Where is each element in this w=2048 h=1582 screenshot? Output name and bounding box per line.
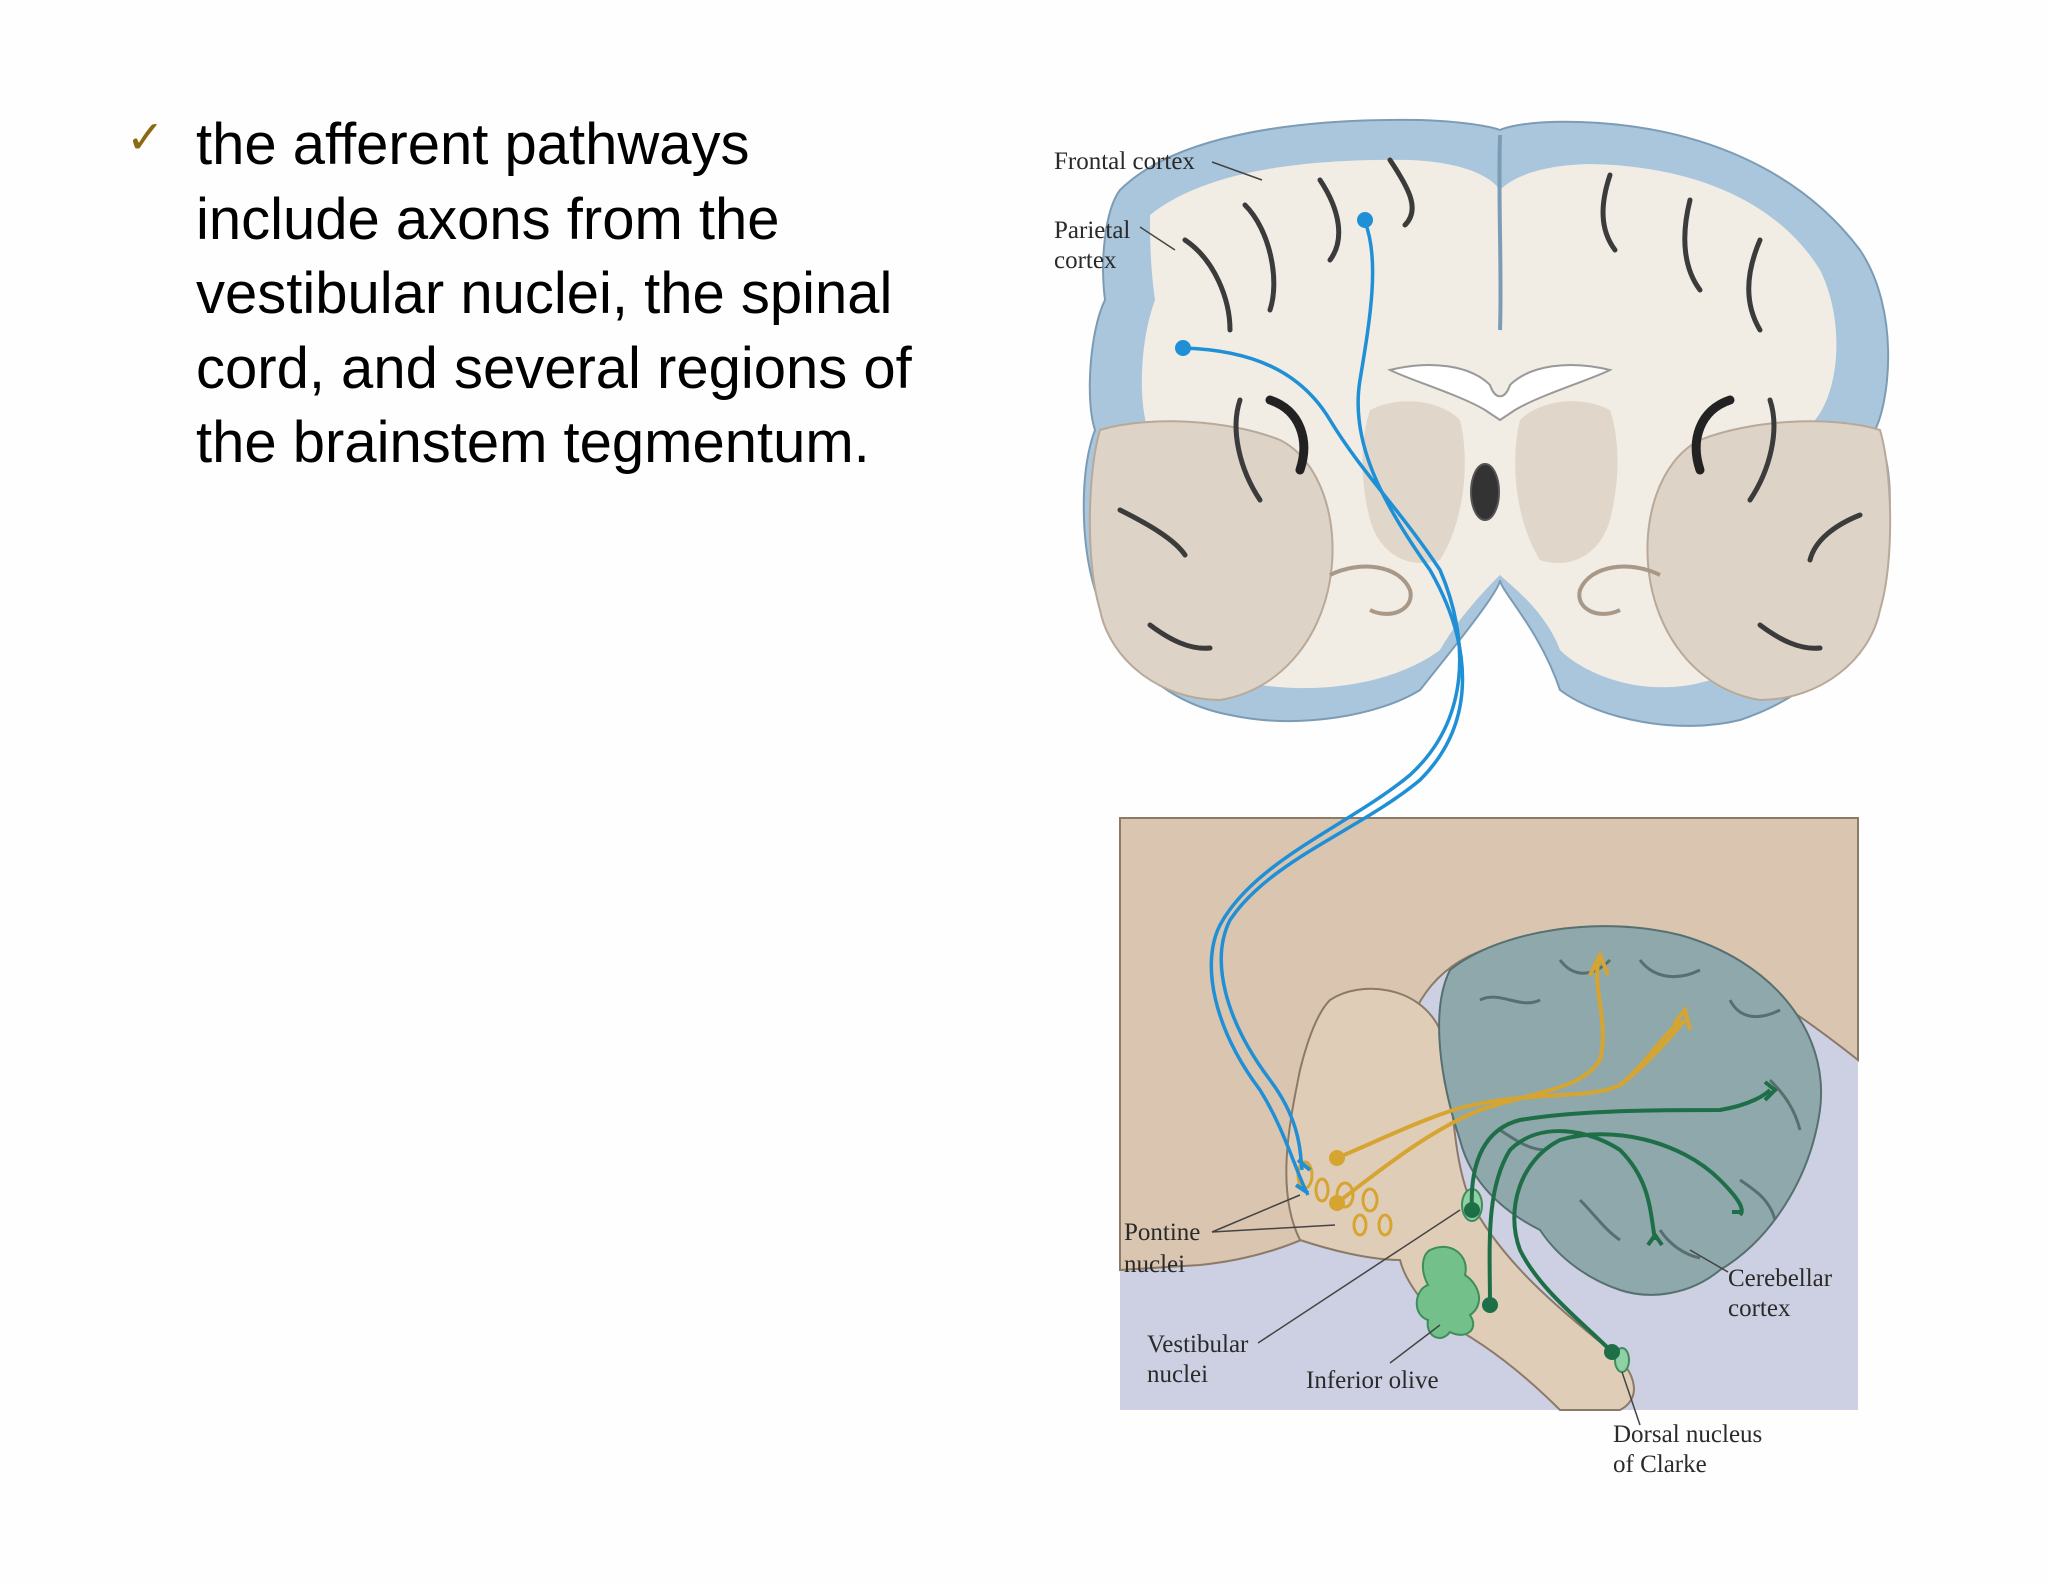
third-ventricle — [1470, 463, 1500, 521]
leader-lines — [1139, 161, 1729, 1426]
pontine-neuron-2 — [1329, 1195, 1345, 1211]
basal-ganglia-right — [1515, 401, 1618, 564]
label-vestibular-nuclei-2: nuclei — [1147, 1361, 1208, 1388]
olive-neuron — [1482, 1297, 1498, 1313]
inferior-olive-shape — [1415, 1245, 1480, 1339]
pontine-pathway — [1335, 950, 1692, 1205]
label-vestibular-nuclei-1: Vestibular — [1147, 1331, 1249, 1358]
lateral-ventricles — [1387, 364, 1613, 422]
label-dorsal-nucleus-2: of Clarke — [1613, 1451, 1707, 1478]
label-pontine-nuclei-2: nuclei — [1124, 1251, 1185, 1278]
bullet-line: include axons from the — [196, 186, 780, 252]
parietal-cortex-neuron — [1175, 340, 1191, 356]
label-parietal-cortex-1: Parietal — [1054, 217, 1130, 244]
bullet-line: the afferent pathways — [196, 112, 750, 177]
basal-ganglia-left — [1362, 401, 1465, 564]
bullet-point: ✓ the afferent pathways include axons fr… — [126, 108, 1006, 481]
pontine-neuron-1 — [1329, 1150, 1345, 1166]
bullet-line: the brainstem tegmentum. — [196, 410, 870, 475]
temporal-lobe-right — [1646, 420, 1892, 702]
clarke-neuron — [1604, 1344, 1620, 1360]
label-dorsal-nucleus-1: Dorsal nucleus — [1613, 1421, 1762, 1448]
bullet-text: the afferent pathways include axons from… — [196, 108, 1006, 481]
label-inferior-olive: Inferior olive — [1306, 1367, 1439, 1394]
spinal-pathway — [1469, 1080, 1778, 1354]
bullet-line: cord, and several regions of — [196, 335, 912, 401]
coronal-brain-section — [1082, 118, 1892, 727]
label-parietal-cortex-2: cortex — [1054, 247, 1117, 274]
sylvian-fissure-left — [1265, 395, 1309, 475]
frontal-cortex-neuron — [1357, 212, 1373, 228]
longitudinal-fissure — [1497, 134, 1503, 331]
label-pontine-nuclei-1: Pontine — [1124, 1219, 1200, 1246]
label-frontal-cortex: Frontal cortex — [1054, 148, 1195, 175]
hippocampus-right — [1577, 564, 1661, 616]
cortical-sulci — [1117, 157, 1863, 651]
cortical-pathway — [1182, 221, 1465, 1196]
bullet-line: vestibular nuclei, the spinal — [196, 261, 893, 326]
label-cerebellar-cortex-1: Cerebellar — [1728, 1265, 1833, 1292]
temporal-lobe-left — [1088, 420, 1334, 702]
sylvian-fissure-right — [1691, 395, 1735, 475]
vestibular-neuron — [1464, 1202, 1480, 1218]
hippocampus-left — [1329, 564, 1413, 616]
checkmark-icon: ✓ — [126, 110, 165, 164]
label-cerebellar-cortex-2: cortex — [1728, 1295, 1791, 1322]
